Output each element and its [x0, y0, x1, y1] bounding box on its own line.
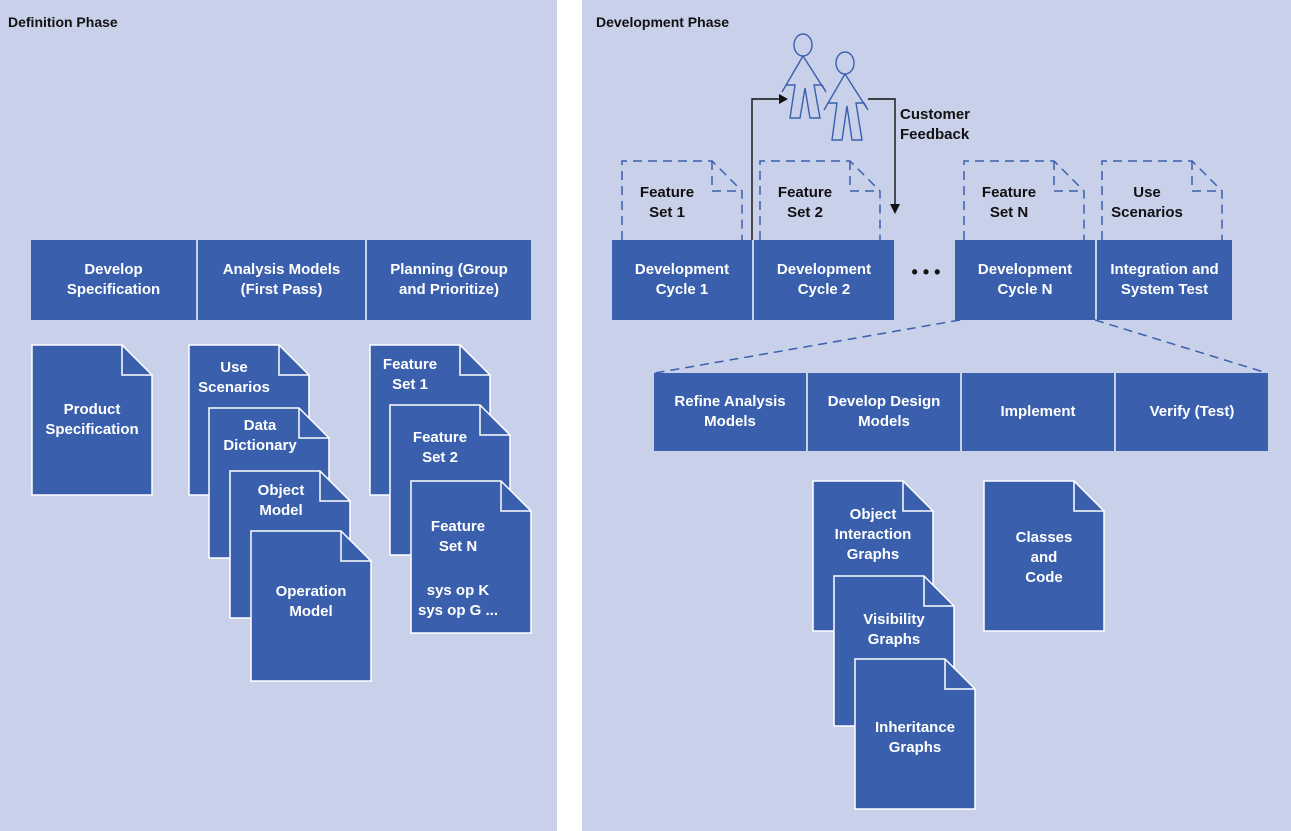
inheritance-doc: [854, 658, 976, 810]
classes-code-label: Classes and Code: [1015, 529, 1073, 586]
object-interaction-label: Object Interaction Graphs: [834, 506, 912, 563]
customer-feedback-label: Customer Feedback: [900, 106, 971, 143]
step-develop-specification: Develop Specification: [31, 240, 196, 320]
step-analysis-models: Analysis Models (First Pass): [198, 240, 365, 320]
feature-set-1-label: Feature Set 1: [382, 356, 438, 393]
substep-develop-design: Develop Design Models: [808, 373, 960, 451]
data-dictionary-label: Data Dictionary: [223, 417, 297, 454]
product-spec-doc: [31, 344, 153, 496]
development-phase-title: Development Phase: [596, 14, 730, 30]
substep-implement: Implement: [962, 373, 1114, 451]
use-scenarios-label: Use Scenarios: [198, 359, 270, 396]
feature-set-2-label: Feature Set 2: [412, 429, 468, 466]
sys-ops-label: sys op K sys op G ...: [417, 582, 499, 619]
operation-model-label: Operation Model: [275, 583, 347, 620]
feature-set-n-label: Feature Set N: [430, 518, 486, 555]
plan-feature-set-1-label: Feature Set 1: [639, 184, 695, 221]
substep-verify: Verify (Test): [1116, 373, 1268, 451]
customer-figures-icon: [781, 33, 869, 141]
expand-line-right: [1094, 319, 1268, 374]
cycle-1-box: Development Cycle 1: [612, 240, 752, 320]
cycle-2-box: Development Cycle 2: [754, 240, 894, 320]
classes-code-doc: [983, 480, 1105, 632]
step-planning: Planning (Group and Prioritize): [367, 240, 531, 320]
expand-line-left: [654, 319, 961, 374]
integration-test-box: Integration and System Test: [1097, 240, 1232, 320]
feedback-arrow-down: [868, 98, 896, 210]
cycle-ellipsis: • • •: [911, 262, 941, 282]
plan-feature-set-n-label: Feature Set N: [981, 184, 1037, 221]
feature-set-n-doc: [410, 480, 532, 634]
cycle-n-box: Development Cycle N: [955, 240, 1095, 320]
substep-refine-analysis: Refine Analysis Models: [654, 373, 806, 451]
object-model-label: Object Model: [257, 482, 305, 519]
feedback-arrow-up: [751, 98, 786, 240]
plan-feature-set-2-label: Feature Set 2: [777, 184, 833, 221]
operation-model-doc: [250, 530, 372, 682]
inheritance-label: Inheritance Graphs: [874, 719, 956, 756]
product-spec-label: Product Specification: [45, 401, 139, 438]
definition-phase-title: Definition Phase: [8, 14, 118, 30]
visibility-label: Visibility Graphs: [863, 611, 925, 648]
plan-use-scenarios-label: Use Scenarios: [1111, 184, 1183, 221]
